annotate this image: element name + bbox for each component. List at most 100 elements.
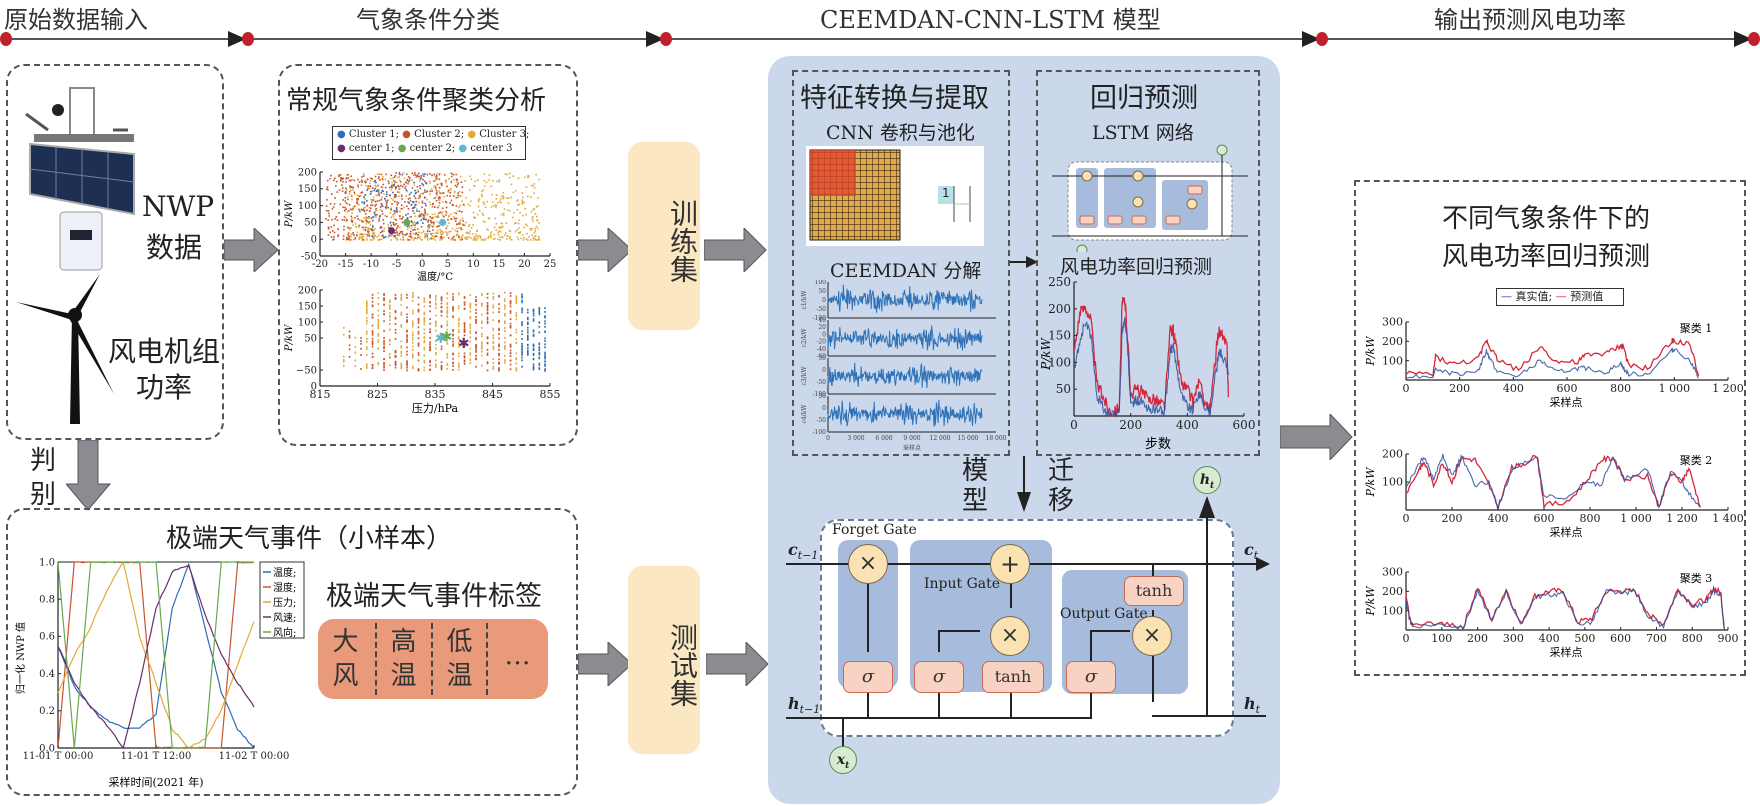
- scatter-point: [521, 309, 523, 312]
- x-tick-label: 0: [826, 435, 830, 442]
- scatter-point: [387, 180, 390, 183]
- scatter-point: [429, 318, 431, 320]
- scatter-point: [527, 176, 529, 179]
- scatter-point: [538, 357, 541, 360]
- scatter-point: [435, 366, 437, 369]
- scatter-point: [367, 232, 370, 234]
- scatter-point: [509, 302, 512, 305]
- scatter-point: [360, 340, 362, 342]
- scatter-point: [521, 301, 523, 304]
- scatter-point: [502, 191, 505, 194]
- cluster-title: 聚类 1: [1680, 321, 1713, 335]
- scatter-point: [432, 186, 435, 188]
- scatter-point: [475, 312, 477, 314]
- timeline-dot: [660, 32, 672, 46]
- scatter-point: [461, 217, 464, 220]
- x-axis-label: 温度/°C: [417, 270, 453, 283]
- scatter-point: [371, 333, 374, 336]
- scatter-point: [343, 216, 346, 218]
- scatter-point: [369, 220, 371, 223]
- scatter-point: [496, 180, 498, 183]
- scatter-point: [482, 239, 484, 241]
- scatter-point: [440, 237, 443, 239]
- scatter-point: [510, 238, 513, 241]
- clustering-legend: ● Cluster 1; ● Cluster 2; ● Cluster 3; ●…: [332, 126, 529, 160]
- scatter-point: [515, 342, 518, 344]
- scatter-point: [358, 208, 360, 211]
- scatter-point: [487, 235, 490, 238]
- scatter-point: [516, 208, 519, 211]
- scatter-point: [516, 228, 519, 231]
- scatter-point: [423, 305, 426, 308]
- scatter-point: [433, 197, 435, 200]
- scatter-point: [371, 187, 374, 190]
- scatter-point: [504, 354, 506, 357]
- scatter-point: [357, 185, 359, 188]
- scatter-point: [416, 237, 418, 240]
- scatter-point: [416, 189, 419, 191]
- scatter-point: [485, 181, 488, 184]
- scatter-point: [533, 192, 535, 194]
- scatter-point: [449, 213, 452, 216]
- scatter-point: [374, 210, 376, 213]
- scatter-point: [406, 353, 408, 356]
- scatter-point: [417, 344, 420, 347]
- scatter-point: [415, 175, 418, 177]
- scatter-point: [432, 216, 435, 219]
- scatter-point: [373, 212, 376, 214]
- scatter-point: [346, 236, 348, 239]
- scatter-point: [436, 173, 438, 175]
- scatter-point: [393, 212, 396, 215]
- scatter-point: [473, 216, 475, 219]
- scatter-point: [398, 191, 401, 194]
- scatter-point: [439, 231, 442, 234]
- scatter-point: [401, 221, 404, 224]
- scatter-point: [383, 193, 385, 195]
- scatter-point: [461, 186, 464, 188]
- scatter-point: [445, 211, 448, 214]
- scatter-point: [400, 366, 403, 368]
- scatter-point: [412, 345, 414, 348]
- scatter-point: [350, 186, 352, 188]
- scatter-point: [432, 229, 434, 231]
- y-tick-label: 20: [818, 324, 826, 331]
- scatter-point: [369, 228, 371, 230]
- scatter-point: [446, 233, 449, 235]
- scatter-point: [446, 194, 449, 197]
- scatter-point: [362, 239, 364, 241]
- scatter-point: [433, 237, 435, 240]
- scatter-point: [509, 368, 512, 371]
- scatter-point: [400, 352, 403, 355]
- arrow-right-icon: [704, 228, 767, 272]
- scatter-point: [475, 233, 477, 236]
- timeline-line: [4, 38, 1754, 40]
- scatter-point: [406, 190, 408, 193]
- scatter-point: [369, 224, 372, 226]
- y-axis-label: P/kW: [1364, 335, 1377, 367]
- input-connector: [1010, 690, 1012, 718]
- scatter-point: [521, 330, 523, 333]
- scatter-point: [360, 368, 362, 370]
- scatter-point: [402, 236, 405, 239]
- cluster-center: ✱: [441, 329, 453, 345]
- y-tick-label: 1.0: [39, 557, 55, 568]
- cnn-illustration: 1: [806, 146, 984, 246]
- scatter-point: [453, 212, 456, 214]
- scatter-point: [504, 307, 506, 310]
- scatter-point: [477, 199, 480, 201]
- scatter-point: [424, 233, 426, 235]
- scatter-point: [521, 295, 523, 298]
- scatter-point: [538, 178, 540, 181]
- scatter-point: [390, 208, 392, 211]
- scatter-point: [342, 177, 344, 180]
- scatter-point: [440, 302, 443, 305]
- scatter-point: [453, 215, 455, 218]
- scatter-point: [434, 235, 436, 238]
- scatter-point: [509, 310, 512, 312]
- scatter-point: [521, 356, 523, 359]
- scatter-point: [398, 185, 400, 188]
- scatter-point: [409, 238, 412, 241]
- scatter-point: [498, 333, 500, 335]
- scatter-point: [395, 207, 398, 209]
- scatter-point: [463, 362, 466, 365]
